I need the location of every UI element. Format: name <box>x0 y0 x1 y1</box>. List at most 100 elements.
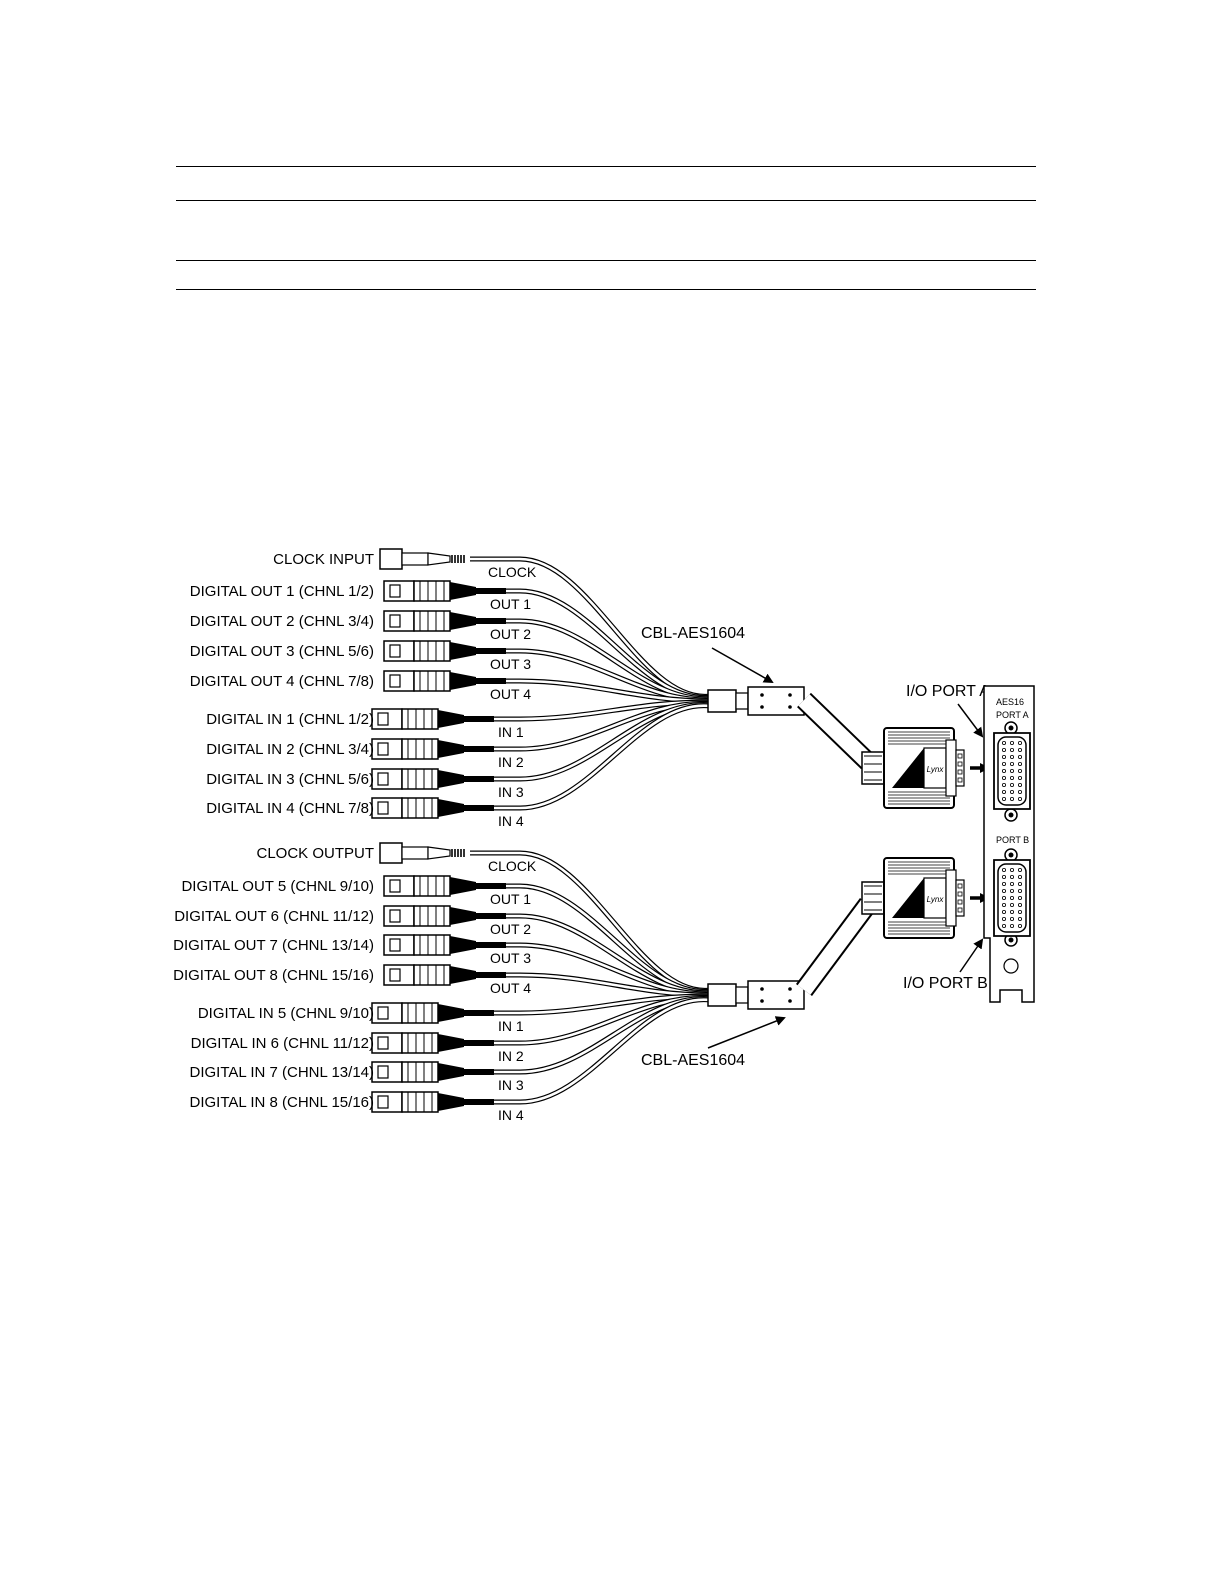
xlr-connector-a-5 <box>371 708 494 730</box>
plug-flange <box>945 869 957 927</box>
plug-pin <box>957 899 963 905</box>
xlr-body <box>413 640 451 662</box>
xlr-body <box>401 1002 439 1024</box>
bnc-taper <box>427 846 451 860</box>
plug-flange <box>945 739 957 797</box>
xlr-connector-b-6 <box>371 1032 494 1054</box>
plug-pin <box>957 769 963 775</box>
xlr-sleeve <box>476 648 506 654</box>
hood-graphic <box>892 878 924 918</box>
wire-tag-b-4: OUT 4 <box>490 980 531 996</box>
xlr-latch <box>389 879 401 893</box>
xlr-latch <box>377 1006 389 1020</box>
bracket-port-a-label: PORT A <box>996 710 1029 720</box>
xlr-body <box>401 1032 439 1054</box>
xlr-connector-b-1 <box>383 875 506 897</box>
plug-pin <box>957 761 963 767</box>
xlr-boot <box>450 907 476 925</box>
channel-label-a-2: DIGITAL OUT 2 (CHNL 3/4) <box>190 613 374 630</box>
socket-pin-hole <box>1018 783 1023 788</box>
channel-label-b-6: DIGITAL IN 6 (CHNL 11/12) <box>191 1035 374 1052</box>
hood-graphic <box>892 748 924 788</box>
xlr-connector-b-4 <box>383 964 506 986</box>
socket-pin-hole <box>1018 924 1023 929</box>
socket-pin-hole <box>1002 790 1007 795</box>
xlr-body <box>401 738 439 760</box>
xlr-body <box>401 708 439 730</box>
socket-pin-hole <box>1018 797 1023 802</box>
channel-label-b-3: DIGITAL OUT 7 (CHNL 13/14) <box>173 937 374 954</box>
plug-strain-relief <box>861 881 885 915</box>
xlr-latch <box>377 1095 389 1109</box>
xlr-connector-b-8 <box>371 1091 494 1113</box>
xlr-connector-b-5 <box>371 1002 494 1024</box>
clock-bnc-connector-a-0 <box>379 548 465 570</box>
socket-pin-hole <box>1018 790 1023 795</box>
socket-pin-hole <box>1018 755 1023 760</box>
xlr-boot <box>438 799 464 817</box>
breakout-connector-b <box>707 980 805 1010</box>
socket-pin-hole <box>1002 783 1007 788</box>
socket-pin-hole <box>1018 910 1023 915</box>
xlr-connector-b-3 <box>383 934 506 956</box>
socket-pin-hole <box>1018 762 1023 767</box>
socket-pin-hole <box>1018 896 1023 901</box>
socket-pin-hole <box>1010 868 1015 873</box>
xlr-sleeve <box>464 746 494 752</box>
channel-label-b-2: DIGITAL OUT 6 (CHNL 11/12) <box>174 908 374 925</box>
channel-label-a-0: CLOCK INPUT <box>273 551 374 568</box>
wire-core <box>468 704 709 810</box>
socket-pin-hole <box>1002 741 1007 746</box>
xlr-connector-a-6 <box>371 738 494 760</box>
wire-tag-a-7: IN 3 <box>498 784 524 800</box>
xlr-body <box>401 1091 439 1113</box>
xlr-body <box>413 670 451 692</box>
cable-arrow-a <box>711 647 774 683</box>
db-plug-a: Lynx <box>861 727 990 809</box>
socket-pin-hole <box>1010 903 1015 908</box>
wire-tag-b-8: IN 4 <box>498 1107 524 1123</box>
breakout-connector-a <box>707 686 805 716</box>
trunk-cable-b <box>795 898 877 996</box>
xlr-sleeve <box>476 913 506 919</box>
xlr-boot <box>438 1004 464 1022</box>
breakout-neck <box>735 986 749 1004</box>
bnc-body <box>401 846 429 860</box>
wire-tag-a-5: IN 1 <box>498 724 524 740</box>
xlr-connector-a-3 <box>383 640 506 662</box>
socket-pin-hole <box>1010 755 1015 760</box>
xlr-connector-b-7 <box>371 1061 494 1083</box>
socket-pin-hole <box>1002 924 1007 929</box>
xlr-body <box>413 580 451 602</box>
xlr-latch <box>377 712 389 726</box>
socket-pin-hole <box>1002 875 1007 880</box>
plug-pin <box>957 891 963 897</box>
channel-label-b-4: DIGITAL OUT 8 (CHNL 15/16) <box>173 967 374 984</box>
xlr-connector-a-2 <box>383 610 506 632</box>
xlr-boot <box>450 877 476 895</box>
jackscrew-hole <box>1008 725 1014 731</box>
wire-tag-a-2: OUT 2 <box>490 626 531 642</box>
port-b-arrow <box>959 938 984 973</box>
wire-bundle-b <box>468 850 709 1105</box>
trunk-fill <box>797 899 875 995</box>
socket-pin-hole <box>1010 896 1015 901</box>
xlr-latch <box>377 772 389 786</box>
xlr-sleeve <box>476 618 506 624</box>
xlr-connector-b-2 <box>383 905 506 927</box>
xlr-latch <box>389 674 401 688</box>
trunk-cable-a <box>797 692 875 770</box>
wire-tag-b-7: IN 3 <box>498 1077 524 1093</box>
socket-pin-hole <box>1010 889 1015 894</box>
wire-tag-b-2: OUT 2 <box>490 921 531 937</box>
xlr-connector-a-4 <box>383 670 506 692</box>
xlr-boot <box>438 1034 464 1052</box>
channel-label-a-8: DIGITAL IN 4 (CHNL 7/8) <box>206 800 374 817</box>
channel-label-a-6: DIGITAL IN 2 (CHNL 3/4) <box>206 741 374 758</box>
breakout-screw <box>788 999 792 1003</box>
channel-label-a-7: DIGITAL IN 3 (CHNL 5/6) <box>206 771 374 788</box>
